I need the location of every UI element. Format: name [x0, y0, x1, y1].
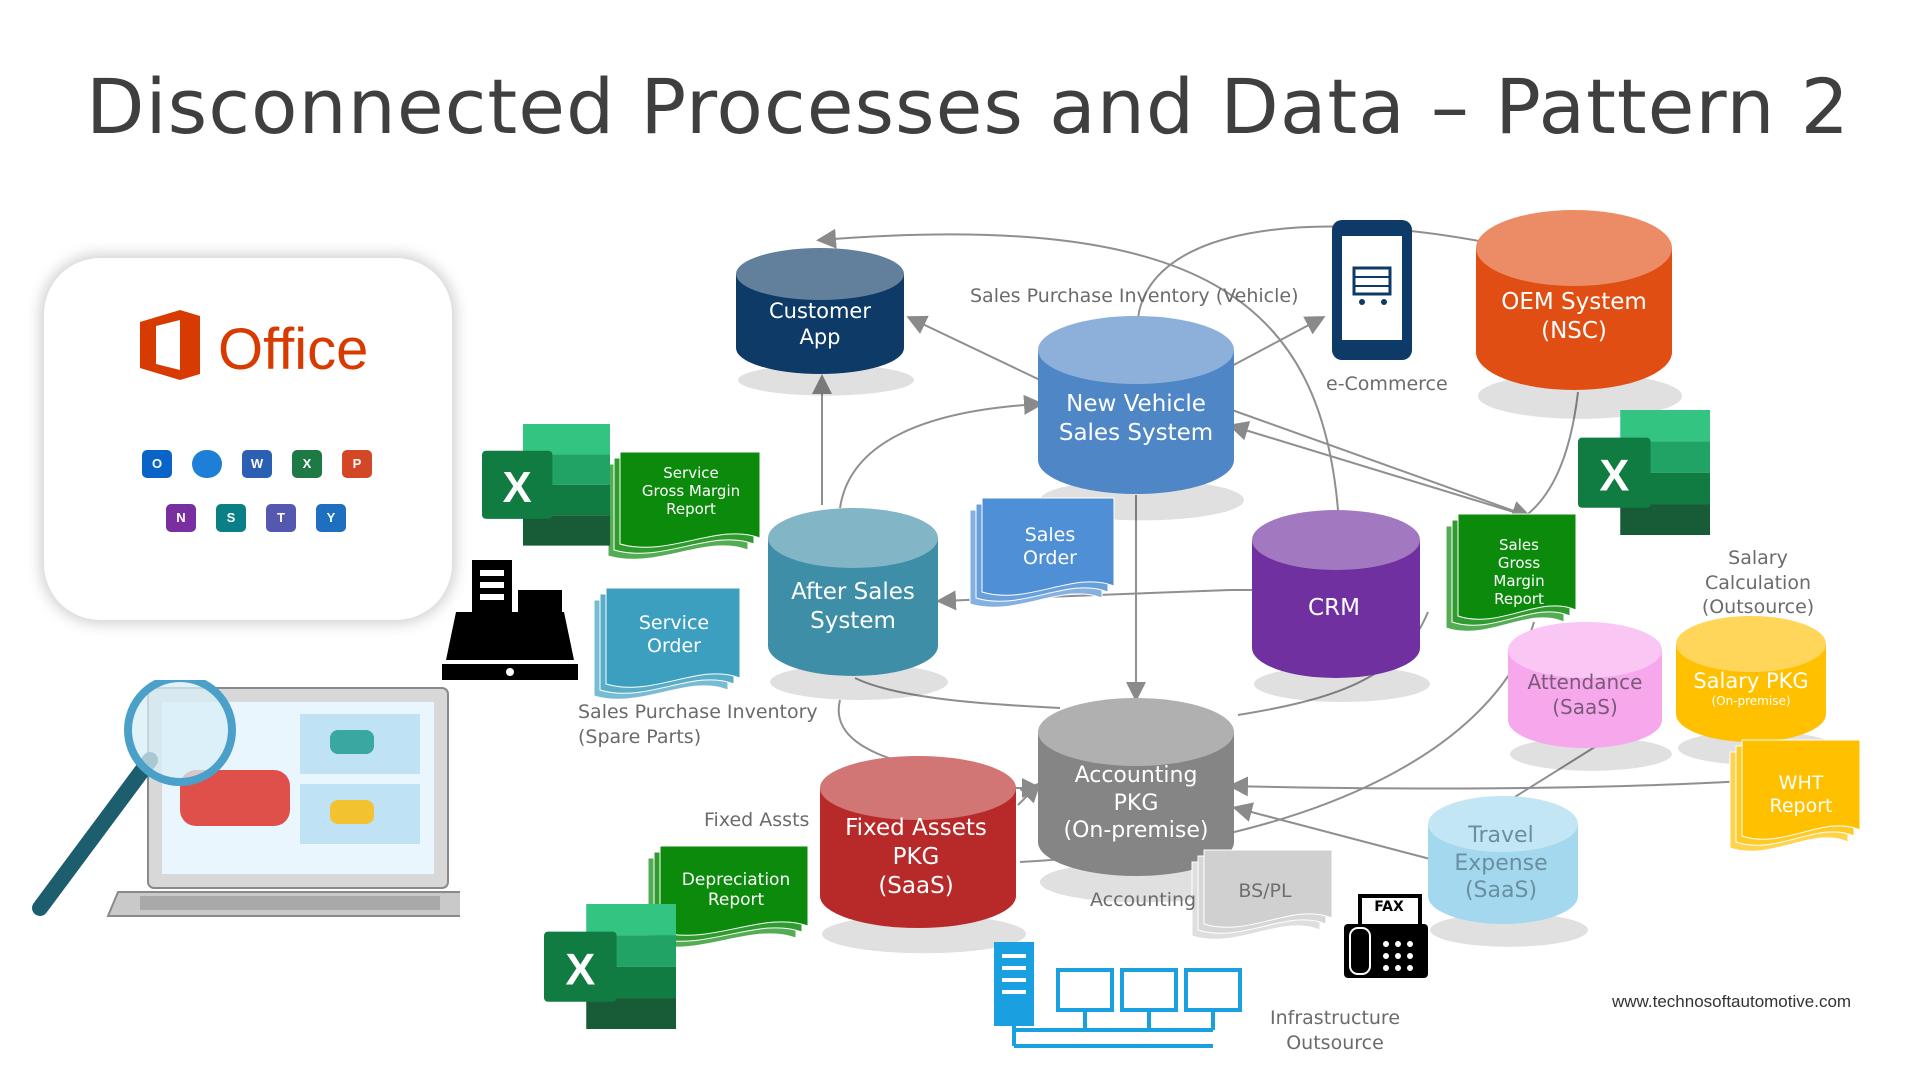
document-service-gm: [607, 451, 761, 560]
excel-icon: X: [1578, 410, 1710, 536]
arrow-salary-to-accounting: [1228, 776, 1763, 797]
cylinder-after-sales: [768, 508, 948, 700]
outlook-icon: O: [142, 450, 172, 478]
fax-label: FAX: [1374, 899, 1404, 915]
onenote-icon: N: [166, 504, 196, 532]
line-oem-to-sales-gm: [1519, 391, 1579, 521]
arrow-travel-to-accounting: [1232, 802, 1435, 861]
office-card: [44, 258, 452, 620]
document-sales-gm: [1445, 513, 1577, 632]
word-icon: W: [242, 450, 272, 478]
excel-icon: X: [544, 904, 676, 1030]
cylinder-crm: [1252, 510, 1430, 702]
line-attendance-to-travel: [1509, 744, 1599, 801]
label-accounting: Accounting: [1090, 889, 1197, 911]
document-depreciation: [647, 845, 809, 948]
arrow-sales-gm-to-nvs: [1228, 421, 1541, 521]
excel-icon: X: [482, 424, 610, 546]
infrastructure-network-icon: [994, 942, 1242, 1048]
cylinder-travel: [1428, 796, 1588, 947]
arrow-crm-to-customer-app: [816, 228, 1339, 511]
cylinder-fixed-assets: [820, 756, 1026, 954]
cylinder-customer-app: [736, 248, 914, 396]
line-spare-parts: [837, 699, 901, 763]
office-logo-icon: [140, 310, 200, 380]
crm-label: CRM: [1308, 595, 1360, 621]
page-title: Disconnected Processes and Data – Patter…: [86, 62, 1851, 151]
oem-system-label: OEM System(NSC): [1501, 289, 1647, 344]
label-ecommerce: e-Commerce: [1326, 373, 1448, 395]
document-service-order: [593, 587, 741, 700]
cash-register-icon: [442, 560, 578, 680]
powerpoint-icon: P: [342, 450, 372, 478]
fax-machine-icon: [1344, 894, 1428, 978]
salary-pkg-label: Salary PKG(On-premise): [1693, 669, 1809, 709]
document-shapes: [593, 451, 1861, 948]
onedrive-icon: [192, 450, 222, 478]
line-after-sales-to-accounting: [854, 677, 1061, 709]
document-wht: [1729, 739, 1861, 852]
arrow-nvs-to-ecommerce: [1227, 316, 1326, 369]
line-nvs-to-oem: [1137, 225, 1501, 319]
excel-icon: X: [292, 450, 322, 478]
label-spi-vehicle: Sales Purchase Inventory (Vehicle): [970, 285, 1299, 307]
website-url: www.technosoftautomotive.com: [1612, 992, 1852, 1011]
cylinder-attendance: [1508, 622, 1672, 771]
smartphone-icon: [1332, 220, 1412, 360]
teams-icon: T: [266, 504, 296, 532]
office-brand: Office: [218, 317, 369, 382]
arrow-nvs-to-customer-app: [906, 315, 1041, 381]
attendance-label: Attendance(SaaS): [1527, 670, 1643, 719]
label-fixed-assts: Fixed Assts: [704, 809, 810, 831]
cylinder-oem: [1476, 210, 1682, 419]
svg-text:X: X: [503, 464, 532, 512]
laptop-search-illustration: [32, 680, 460, 917]
label-spi-spare-parts: Sales Purchase Inventory(Spare Parts): [578, 701, 818, 748]
yammer-icon: Y: [316, 504, 346, 532]
arrow-after-sales-to-nvs: [839, 394, 1044, 509]
svg-text:X: X: [1599, 449, 1629, 500]
document-sales-order: [969, 497, 1115, 608]
document-bspl: [1191, 849, 1333, 940]
svg-text:X: X: [565, 943, 595, 994]
sharepoint-icon: S: [216, 504, 246, 532]
bspl-label: BS/PL: [1238, 880, 1292, 902]
arrow-nvs-to-sales-gm: [1231, 409, 1532, 521]
